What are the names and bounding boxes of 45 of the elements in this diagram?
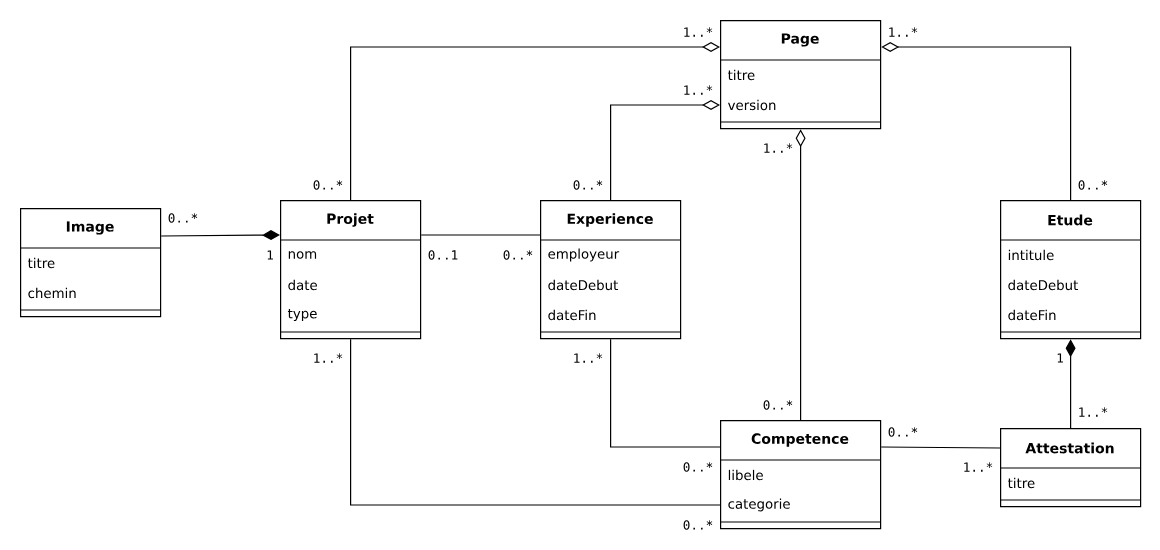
attribute-text: type (287, 308, 317, 322)
attribute-text: titre (27, 257, 55, 269)
multiplicity-label: 0..* (313, 180, 343, 190)
attribute-text: version (728, 99, 776, 111)
attribute-text: libele (728, 469, 763, 481)
attribute-text: chemin (28, 287, 76, 299)
association-line (610, 338, 721, 448)
association-line (350, 42, 720, 201)
multiplicity-label: 0..* (1078, 180, 1108, 190)
multiplicity-label: 1..* (1079, 407, 1108, 417)
class-name: Competence (751, 433, 849, 447)
class-name: Projet (327, 213, 374, 227)
association-line (350, 338, 721, 506)
multiplicity-label: 1..* (764, 143, 793, 153)
class-name: Image (66, 221, 114, 235)
multiplicity-label: 0..* (888, 427, 918, 437)
class-name: Etude (1048, 214, 1093, 226)
attribute-text: titre (727, 69, 755, 81)
multiplicity-label: 1 (1057, 353, 1063, 363)
attribute-text: nom (288, 251, 317, 259)
multiplicity-label: 0..* (573, 180, 603, 190)
multiplicity-label: 1..* (684, 27, 713, 37)
multiplicity-label: 1..* (314, 353, 343, 363)
association-line (1065, 339, 1076, 429)
attribute-text: dateFin (548, 309, 596, 321)
attribute-text: dateDebut (548, 279, 618, 291)
association-line (880, 446, 1001, 449)
attribute-text: intitule (1008, 249, 1054, 261)
class-name: Page (781, 33, 819, 47)
class-name: Experience (567, 213, 653, 227)
attribute-text: date (288, 279, 317, 291)
attribute-text: employeur (548, 248, 620, 262)
attribute-text: titre (1007, 477, 1035, 489)
multiplicity-label: 0..* (763, 400, 793, 410)
attribute-text: categorie (728, 498, 790, 512)
association-line (881, 42, 1072, 201)
class-name: Attestation (1025, 442, 1114, 454)
association-line (610, 100, 720, 201)
multiplicity-label: 1..* (574, 353, 603, 363)
attribute-text: dateDebut (1008, 279, 1078, 291)
attribute-text: dateFin (1008, 309, 1056, 321)
multiplicity-label: 1..* (684, 85, 713, 95)
association-line (420, 234, 541, 236)
association-line (795, 129, 806, 421)
multiplicity-label: 1..* (889, 27, 918, 37)
